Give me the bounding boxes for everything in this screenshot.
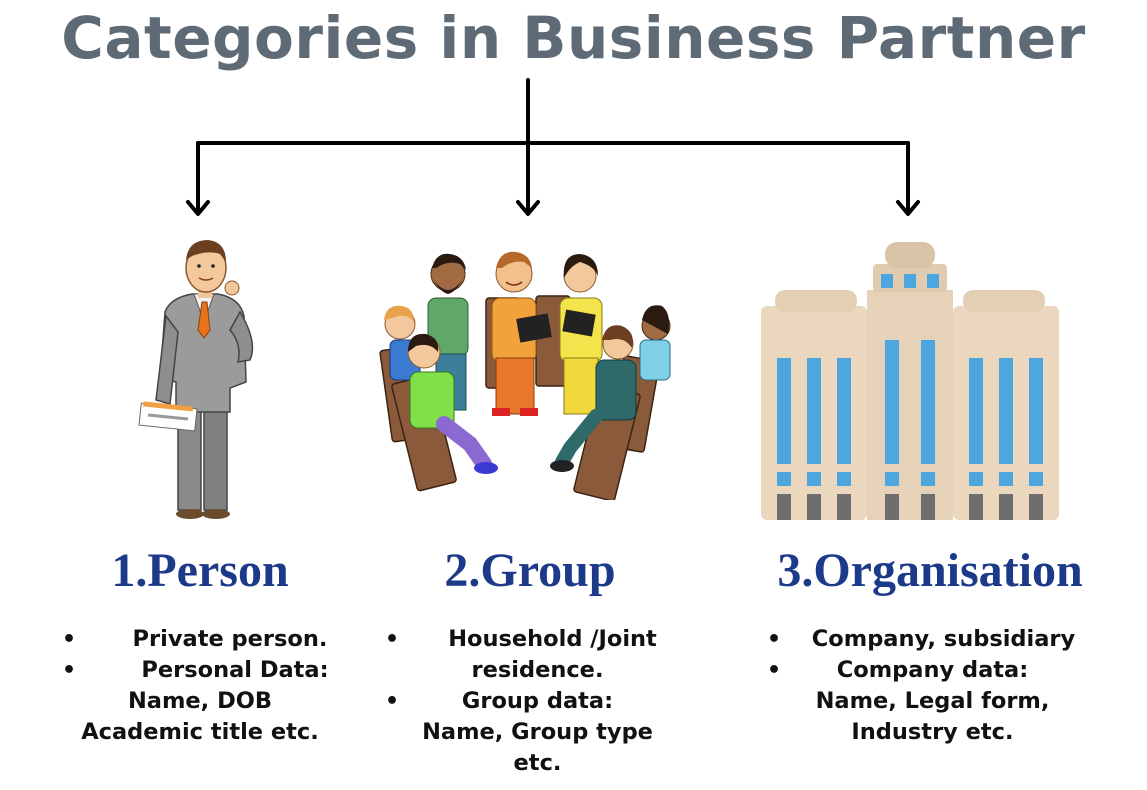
bullet: • [385,689,400,714]
list-item-text: Academic title etc. [81,719,319,745]
organisation-description: • Company, subsidiary • Company data: Na… [755,624,1110,748]
person-description: • Private person. • Personal Data: Name,… [40,624,360,748]
list-item: • Group data: Name, Group type etc. [375,686,700,779]
building-icon [761,242,1059,520]
list-item-text: Name, DOB [127,688,273,714]
list-item: • Private person. [40,624,360,655]
bullet: • [62,658,77,683]
list-item: • Company, subsidiary [755,624,1110,655]
list-item-text: Name, Legal form, [815,688,1050,714]
list-item-text: residence. [471,657,604,683]
list-item-text: Industry etc. [851,719,1014,745]
list-item-text: Personal Data: [141,657,329,683]
group-icon [379,251,671,500]
bullet: • [62,627,77,652]
diagram-title: Categories in Business Partner [61,4,1086,72]
list-item-text: Household /Joint [448,626,657,652]
arrow-organisation [896,141,920,216]
bullet: • [767,627,782,652]
person-icon [138,240,254,519]
list-item-text: Name, Group type [422,719,653,745]
list-item: • Household /Joint residence. [375,624,700,686]
list-item: • Personal Data: Name, DOB Academic titl… [40,655,360,748]
bullet: • [767,658,782,683]
arrow-group [516,141,540,216]
list-item-text: Company, subsidiary [811,626,1076,652]
bullet: • [385,627,400,652]
category-heading-group: 2.Group [444,544,616,597]
category-heading-organisation: 3.Organisation [777,544,1083,597]
list-item: • Company data: Name, Legal form, Indust… [755,655,1110,748]
arrow-person [186,141,210,216]
connector-arrows [186,78,920,216]
group-description: • Household /Joint residence. • Group da… [375,624,700,779]
list-item-text: Company data: [836,657,1029,683]
category-heading-person: 1.Person [111,544,289,597]
list-item-text: Group data: [461,688,614,714]
list-item-text: Private person. [132,626,328,652]
list-item-text: etc. [513,750,562,776]
